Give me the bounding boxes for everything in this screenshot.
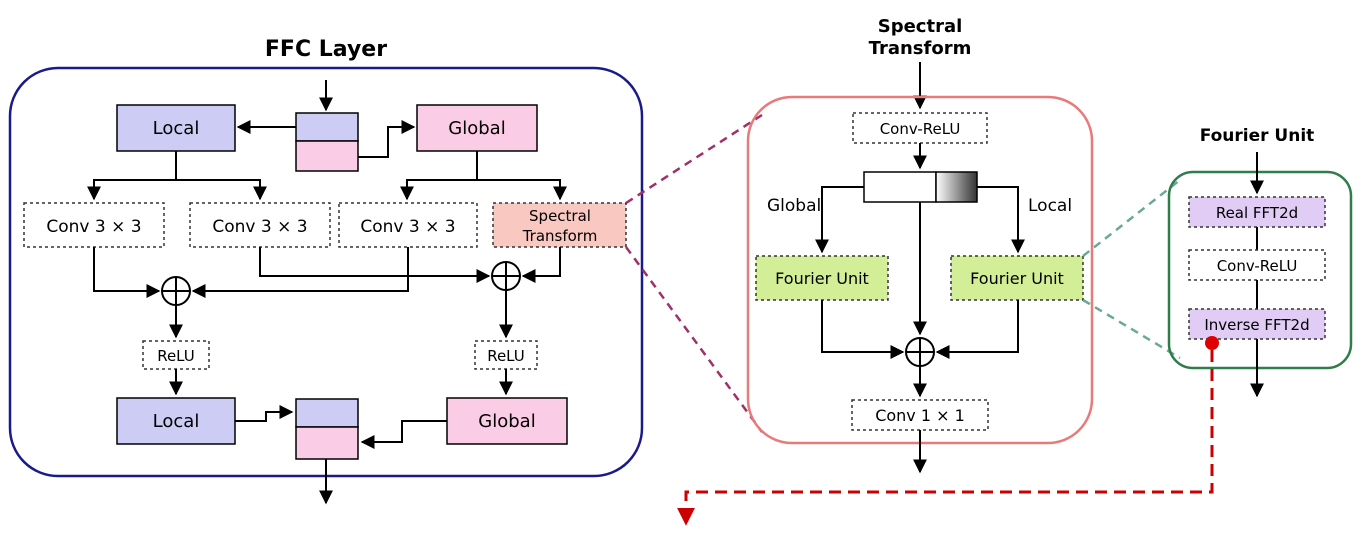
global-to-conv3-arrow <box>400 151 478 201</box>
ffc-layer-title: FFC Layer <box>265 37 387 62</box>
inverse-fft-label: Inverse FFT2d <box>1204 316 1309 334</box>
ffc-layer-panel: FFC Layer Local Global Conv 3 × 3 Conv 3… <box>8 37 644 505</box>
fourier-right-to-sum-arrow <box>935 300 1019 359</box>
spectral-title-1: Spectral <box>878 16 963 37</box>
spectral-conv-relu-box <box>852 112 988 144</box>
spectral-split-white <box>863 171 937 203</box>
spectral-conv-out-label: Conv 1 × 1 <box>875 406 965 425</box>
spectral-title-2: Transform <box>869 38 972 59</box>
local-input-label: Local <box>153 118 200 139</box>
output-global-part <box>295 426 359 460</box>
fourier-unit-left-label: Fourier Unit <box>775 269 869 288</box>
spectral-conv-out-box <box>851 399 989 431</box>
input-local-part <box>295 112 359 142</box>
global-to-spectral-arrow <box>477 179 567 201</box>
global-path-label: Global <box>767 196 821 216</box>
spectral-transform-label-2: Transform <box>522 227 598 245</box>
spectral-to-right-sum-arrow <box>521 247 561 283</box>
conv-local-local-label: Conv 3 × 3 <box>46 217 141 237</box>
conv-global-local-label: Conv 3 × 3 <box>360 217 455 237</box>
zoom-line-fu-top <box>1082 179 1181 257</box>
conv1-to-left-sum-arrow <box>93 247 161 298</box>
split-to-fourier-left-arrow <box>815 186 864 254</box>
spectral-transform-panel: Spectral Transform Conv-ReLU Global Loca… <box>746 16 1094 474</box>
local-to-conv1-arrow <box>87 151 177 201</box>
local-path-label: Local <box>1028 196 1072 216</box>
conv-local-local-box <box>23 202 165 248</box>
spectral-transform-box <box>492 202 627 248</box>
local-output-label: Local <box>153 411 200 432</box>
fourier-unit-title: Fourier Unit <box>1200 126 1315 146</box>
fourier-unit-border <box>1167 170 1353 370</box>
conv-local-global-label: Conv 3 × 3 <box>212 217 307 237</box>
conv3-to-left-sum-arrow <box>191 247 409 298</box>
global-output-label: Global <box>478 411 535 432</box>
zoom-line-top <box>625 113 763 205</box>
inverse-fft-box <box>1188 308 1326 340</box>
local-input-box <box>116 104 236 152</box>
relu-left-label: ReLU <box>157 347 195 365</box>
global-out-to-merge-arrow <box>360 420 447 449</box>
real-fft-label: Real FFT2d <box>1216 204 1298 222</box>
global-input-label: Global <box>448 118 505 139</box>
global-input-box <box>416 104 538 152</box>
fu-conv-relu-label: Conv-ReLU <box>1217 257 1298 275</box>
red-connection-dot <box>1205 336 1219 350</box>
fourier-unit-left-box <box>755 255 889 301</box>
spectral-split-gradient <box>935 171 978 203</box>
red-dashed-connection <box>677 350 1214 526</box>
relu-right-label: ReLU <box>487 347 525 365</box>
spectral-conv-relu-label: Conv-ReLU <box>880 120 961 138</box>
split-to-global-arrow <box>358 120 416 158</box>
local-output-box <box>116 397 236 445</box>
fourier-unit-panel: Fourier Unit Real FFT2d Conv-ReLU Invers… <box>677 126 1353 526</box>
spectral-transform-label-1: Spectral <box>529 207 591 225</box>
conv-global-local-box <box>338 202 478 248</box>
zoom-line-bottom <box>624 246 764 433</box>
conv-local-global-box <box>189 202 331 248</box>
output-local-part <box>295 398 359 428</box>
conv2-to-right-sum-arrow <box>259 247 491 283</box>
fourier-unit-right-label: Fourier Unit <box>970 269 1064 288</box>
local-out-to-merge-arrow <box>235 405 294 422</box>
input-global-part <box>295 140 359 172</box>
zoom-line-fu-bottom <box>1082 298 1181 360</box>
relu-left-box <box>142 340 210 370</box>
local-to-conv2-arrow <box>176 179 267 201</box>
fourier-left-to-sum-arrow <box>821 300 905 359</box>
split-to-fourier-right-arrow <box>977 186 1025 254</box>
